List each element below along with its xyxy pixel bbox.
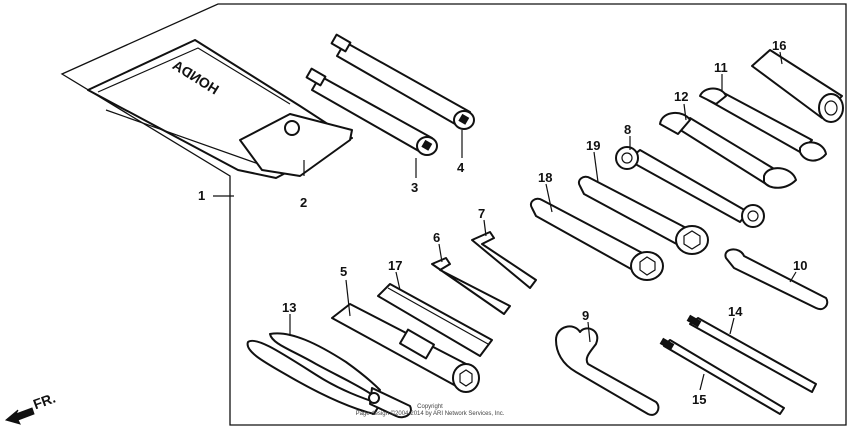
hex-key-6 xyxy=(431,257,511,315)
copyright-line-2: Page design ©2004-2014 by ARI Network Se… xyxy=(355,411,505,417)
diagram-frame xyxy=(60,3,847,426)
ring-wrench-8 xyxy=(615,146,765,228)
tool-pouch: HONDA xyxy=(87,39,353,179)
callout-5: 5 xyxy=(340,264,347,279)
screwdriver-14 xyxy=(686,314,817,393)
wrench-11 xyxy=(699,87,827,162)
callout-11: 11 xyxy=(714,60,728,75)
callout-12: 12 xyxy=(674,89,688,104)
screwdriver-15 xyxy=(659,337,785,415)
pliers-13 xyxy=(246,332,412,419)
callout-10: 10 xyxy=(793,258,807,273)
callout-16: 16 xyxy=(772,38,786,53)
callout-3: 3 xyxy=(411,180,418,195)
wrench-12 xyxy=(659,112,797,189)
callout-8: 8 xyxy=(624,122,631,137)
callout-4: 4 xyxy=(457,160,465,175)
callout-6: 6 xyxy=(433,230,440,245)
hook-spanner-9 xyxy=(555,325,660,416)
callout-1: 1 xyxy=(198,188,205,203)
socket-wrench-16 xyxy=(751,49,844,123)
callout-9: 9 xyxy=(582,308,589,323)
screwdriver-handle-17 xyxy=(377,283,493,357)
callout-18: 18 xyxy=(538,170,552,185)
wrench-19 xyxy=(578,175,709,255)
callout-19: 19 xyxy=(586,138,600,153)
extension-bar-4 xyxy=(330,33,475,130)
callout-7: 7 xyxy=(478,206,485,221)
leader-lines xyxy=(213,51,797,391)
wrench-18 xyxy=(530,197,664,281)
callout-15: 15 xyxy=(692,392,706,407)
copyright-notice: Copyright Page design ©2004-2014 by ARI … xyxy=(335,404,525,418)
callout-2: 2 xyxy=(300,195,307,210)
callout-17: 17 xyxy=(388,258,402,273)
extension-bar-3 xyxy=(305,67,438,156)
front-direction-arrow-icon xyxy=(4,407,35,425)
plug-wrench-5 xyxy=(331,303,480,393)
spanner-10 xyxy=(724,248,829,310)
callout-numbers: 1 2 3 4 5 6 7 8 9 10 11 12 13 14 15 16 1… xyxy=(198,38,807,407)
callout-14: 14 xyxy=(728,304,743,319)
callout-13: 13 xyxy=(282,300,296,315)
hex-key-7 xyxy=(471,231,537,289)
copyright-line-1: Copyright xyxy=(417,404,443,410)
